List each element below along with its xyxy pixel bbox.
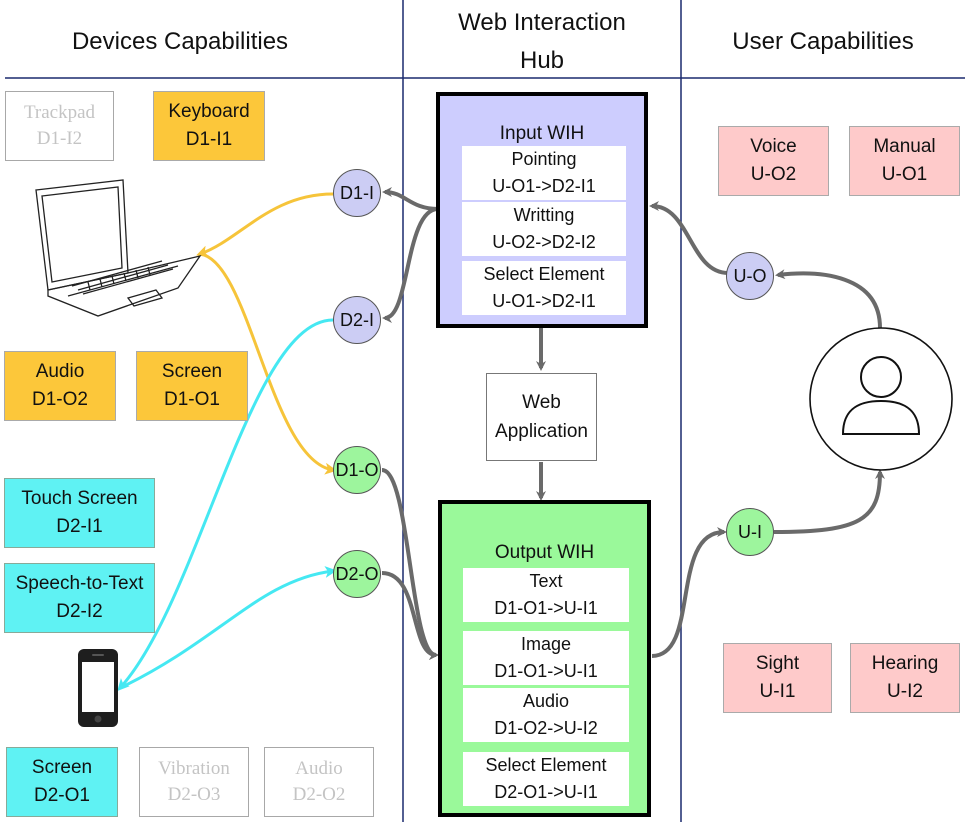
manual-code: U-O1	[881, 164, 928, 185]
screen-d2-code: D2-O1	[34, 785, 90, 806]
trackpad-name: Trackpad	[23, 102, 96, 123]
node-d2-output: D2-O	[333, 550, 381, 598]
screen-d2-box: Screen D2-O1	[6, 747, 118, 817]
manual-name: Manual	[873, 136, 936, 157]
touch-screen-name: Touch Screen	[21, 488, 138, 509]
arrow-wih-d2i	[382, 207, 439, 323]
web-application-line2: Application	[495, 421, 588, 442]
vibration-name: Vibration	[158, 758, 230, 779]
sight-box: Sight U-I1	[723, 643, 832, 713]
screen-d1-name: Screen	[161, 361, 223, 382]
output-item-mapping: D2-O1->U-I1	[494, 782, 598, 802]
trackpad-code: D1-I2	[36, 128, 83, 149]
audio-d2-code: D2-O2	[292, 784, 346, 805]
hearing-code: U-I2	[887, 681, 923, 702]
voice-name: Voice	[750, 136, 797, 157]
arrow-d2o-output	[381, 571, 439, 660]
node-user-input: U-I	[726, 508, 774, 556]
output-item-label: Text	[529, 571, 563, 591]
devices-header: Devices Capabilities	[71, 28, 289, 55]
output-item-label: Select Element	[485, 755, 607, 775]
input-item-mapping: U-O2->D2-I2	[492, 232, 596, 252]
input-item-label: Writting	[513, 205, 575, 225]
output-wih-title: Output WIH	[494, 542, 595, 563]
web-application-box: Web Application	[486, 373, 597, 461]
keyboard-code: D1-I1	[185, 129, 233, 150]
output-wih-item: Image D1-O1->U-I1	[463, 631, 629, 685]
audio-d1-code: D1-O2	[32, 389, 88, 410]
output-item-mapping: D1-O2->U-I2	[494, 718, 598, 738]
voice-code: U-O2	[750, 164, 797, 185]
arrow-user-uo	[775, 269, 882, 329]
trackpad-box: Trackpad D1-I2	[5, 91, 114, 161]
voice-box: Voice U-O2	[718, 126, 829, 196]
link-phone-d2o	[119, 566, 337, 690]
input-item-label: Pointing	[511, 149, 577, 169]
input-item-label: Select Element	[483, 264, 605, 284]
input-item-mapping: U-O1->D2-I1	[492, 176, 596, 196]
speech-to-text-box: Speech-to-Text D2-I2	[4, 563, 155, 633]
user-icon	[809, 327, 953, 471]
vibration-box: Vibration D2-O3	[139, 747, 249, 817]
keyboard-box: Keyboard D1-I1	[153, 91, 265, 161]
link-d1i-laptop	[196, 192, 334, 258]
arrow-uo-input	[649, 201, 729, 275]
screen-d1-box: Screen D1-O1	[136, 351, 248, 421]
input-wih-item: Writting U-O2->D2-I2	[462, 202, 626, 256]
input-wih-item: Select Element U-O1->D2-I1	[462, 261, 626, 315]
link-laptop-d1o	[199, 252, 337, 475]
arrow-d1o-output	[381, 468, 439, 660]
user-header: User Capabilities	[732, 28, 914, 55]
output-item-mapping: D1-O1->U-I1	[494, 598, 598, 618]
node-d1-output: D1-O	[333, 446, 381, 494]
input-item-mapping: U-O1->D2-I1	[492, 291, 596, 311]
sight-name: Sight	[755, 653, 800, 674]
hearing-box: Hearing U-I2	[850, 643, 960, 713]
hub-header: Web Interaction Hub	[403, 4, 681, 80]
keyboard-name: Keyboard	[168, 101, 250, 122]
node-user-output: U-O	[726, 252, 774, 300]
output-item-label: Image	[520, 634, 572, 654]
web-application-line1: Web	[522, 392, 561, 413]
hub-header-line1: Web Interaction	[458, 9, 626, 36]
output-item-mapping: D1-O1->U-I1	[494, 661, 598, 681]
link-d2i-phone	[117, 318, 334, 691]
screen-d1-code: D1-O1	[164, 389, 220, 410]
hearing-name: Hearing	[871, 653, 939, 674]
audio-d2-box: Audio D2-O2	[264, 747, 374, 817]
sight-code: U-I1	[759, 681, 796, 702]
arrow-ui-user	[773, 469, 885, 534]
audio-d1-name: Audio	[35, 361, 85, 382]
speech-to-text-name: Speech-to-Text	[15, 573, 144, 594]
screen-d2-name: Screen	[31, 757, 93, 778]
laptop-icon	[35, 179, 202, 317]
speech-to-text-code: D2-I2	[56, 601, 103, 622]
arrow-wih-d1i	[382, 187, 439, 211]
hub-header-line2: Hub	[519, 47, 565, 74]
output-wih-item: Select Element D2-O1->U-I1	[463, 752, 629, 806]
smartphone-icon	[78, 649, 118, 727]
input-wih-box: Input WIH Pointing U-O1->D2-I1 Writting …	[436, 92, 648, 328]
input-wih-item: Pointing U-O1->D2-I1	[462, 146, 626, 200]
touch-screen-code: D2-I1	[56, 516, 103, 537]
manual-box: Manual U-O1	[849, 126, 960, 196]
audio-d1-box: Audio D1-O2	[4, 351, 116, 421]
vibration-code: D2-O3	[167, 784, 221, 805]
output-item-label: Audio	[522, 691, 570, 711]
output-wih-item: Text D1-O1->U-I1	[463, 568, 629, 622]
node-d1-input: D1-I	[333, 169, 381, 217]
output-wih-box: Output WIH Text D1-O1->U-I1 Image D1-O1-…	[438, 500, 651, 817]
audio-d2-name: Audio	[295, 758, 343, 779]
input-wih-title: Input WIH	[499, 123, 585, 144]
node-d2-input: D2-I	[333, 296, 381, 344]
output-wih-item: Audio D1-O2->U-I2	[463, 688, 629, 742]
arrow-output-ui	[651, 527, 727, 658]
touch-screen-box: Touch Screen D2-I1	[4, 478, 155, 548]
